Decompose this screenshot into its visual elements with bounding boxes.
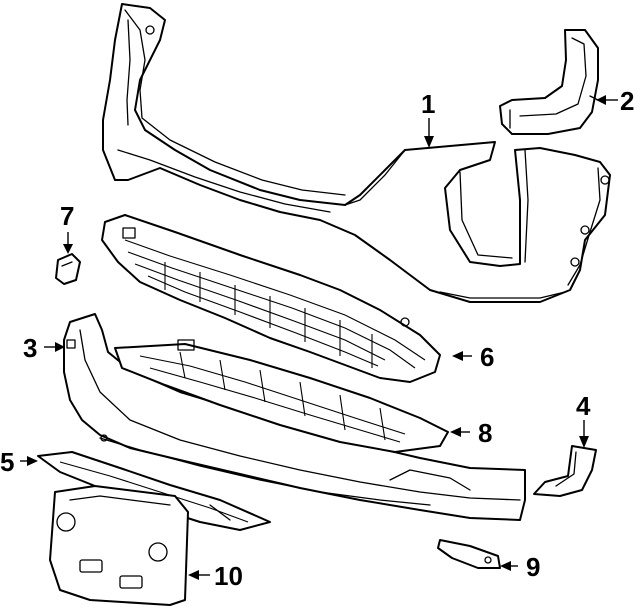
callout-10: 10 bbox=[214, 561, 243, 591]
tow-hook-cap-lower bbox=[437, 539, 501, 569]
leader-lines bbox=[20, 95, 618, 580]
callout-8: 8 bbox=[478, 418, 492, 448]
arrow-2 bbox=[596, 95, 606, 105]
callout-labels: 1 2 3 4 5 6 7 8 9 10 bbox=[0, 86, 634, 591]
callout-3: 3 bbox=[23, 333, 37, 363]
skid-plate bbox=[114, 339, 449, 453]
arrow-5 bbox=[27, 456, 38, 466]
arrow-10 bbox=[188, 570, 199, 580]
corner-bracket bbox=[533, 445, 597, 497]
upper-bumper-cover bbox=[102, 3, 611, 303]
arrow-7 bbox=[63, 244, 73, 254]
callout-4: 4 bbox=[576, 391, 591, 421]
callout-5: 5 bbox=[0, 447, 14, 477]
arrow-8 bbox=[450, 427, 461, 437]
callout-9: 9 bbox=[526, 552, 540, 582]
license-plate-bracket bbox=[49, 485, 189, 606]
callout-1: 1 bbox=[421, 89, 435, 119]
callout-2: 2 bbox=[620, 86, 634, 116]
bumper-bracket bbox=[499, 29, 599, 135]
tow-hook-cap-upper bbox=[55, 253, 81, 285]
arrow-4 bbox=[579, 436, 589, 448]
callout-7: 7 bbox=[60, 201, 74, 231]
arrow-6 bbox=[452, 351, 463, 361]
callout-6: 6 bbox=[480, 342, 494, 372]
grille bbox=[101, 214, 441, 383]
arrow-1 bbox=[424, 136, 434, 148]
arrow-9 bbox=[500, 561, 511, 571]
arrow-3 bbox=[55, 342, 65, 352]
